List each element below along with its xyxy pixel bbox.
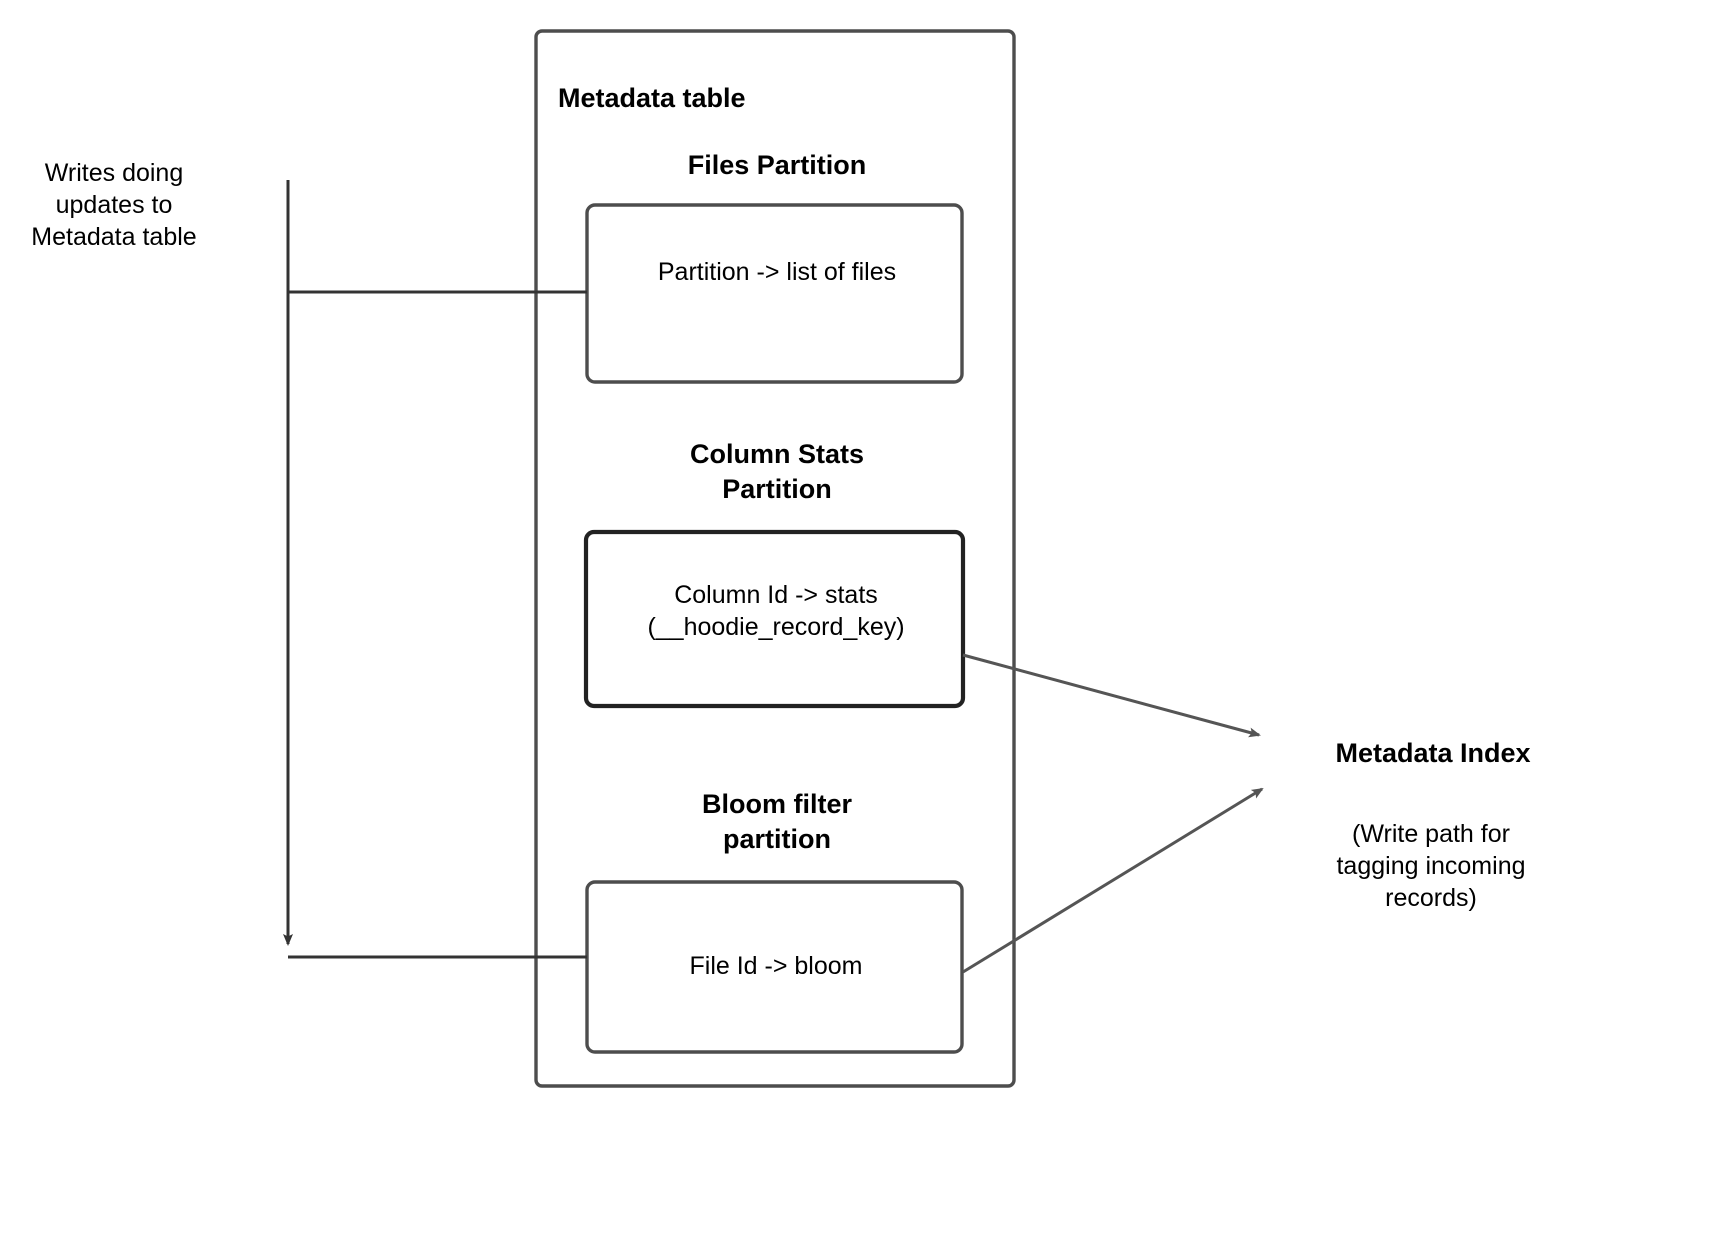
bloom-filter-partition-box-label: File Id -> bloom (689, 952, 863, 980)
column-stats-partition-box-label: Column Id -> stats (__hoodie_record_key) (647, 581, 905, 641)
files-partition-heading: Files Partition (687, 150, 867, 180)
metadata-table-container (534, 29, 1016, 1088)
files-partition-box-label: Partition -> list of files (657, 258, 897, 286)
column-stats-partition-heading: Column Stats Partition (689, 439, 864, 504)
files-partition-box (585, 203, 964, 384)
bloom-filter-partition-heading: Bloom filter partition (701, 789, 852, 854)
writes-caption: Writes doing updates to Metadata table (31, 159, 197, 251)
metadata-index-note: (Write path for tagging incoming records… (1336, 820, 1526, 912)
arrow-bloom-to-index (962, 787, 1264, 974)
metadata-index-title: Metadata Index (1335, 738, 1531, 768)
metadata-table-title: Metadata table (558, 83, 746, 113)
arrow-colstats-to-index (962, 653, 1261, 738)
